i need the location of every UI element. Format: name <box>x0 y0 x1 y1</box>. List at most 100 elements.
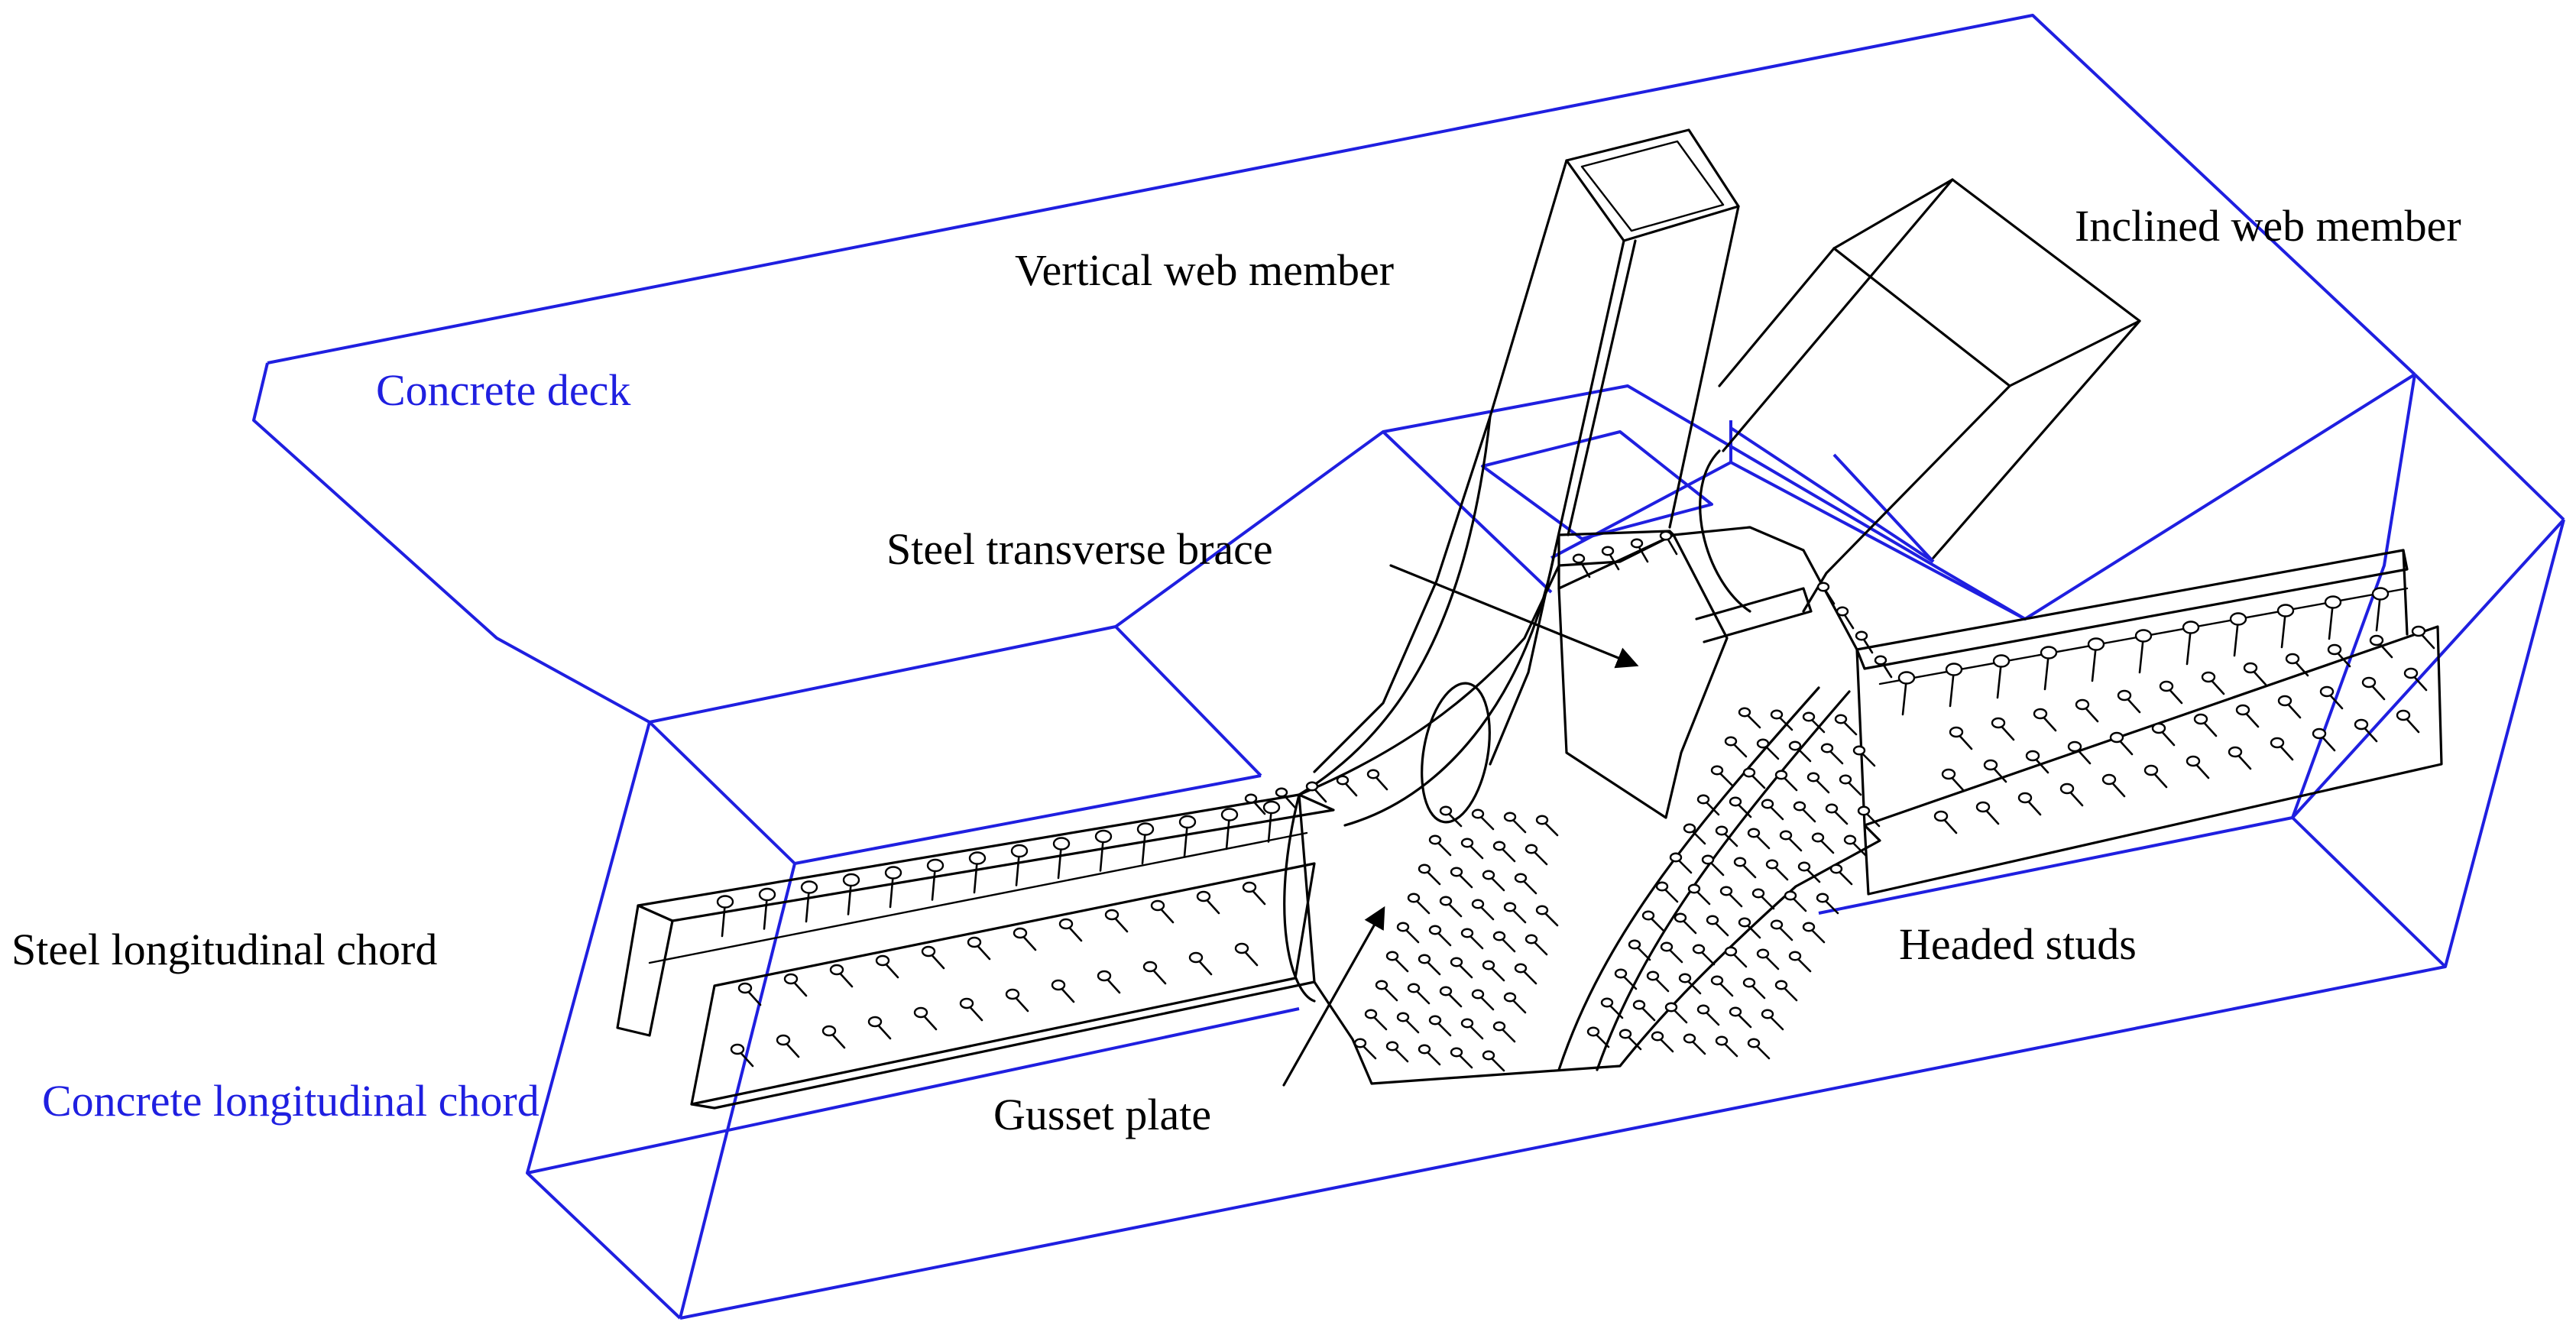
headed-stud <box>1788 740 1812 763</box>
headed-stud <box>1439 896 1463 918</box>
headed-stud <box>1407 983 1431 1005</box>
headed-stud <box>1659 530 1678 556</box>
headed-stud <box>1678 973 1702 995</box>
headed-stud <box>1136 822 1155 865</box>
headed-stud <box>884 866 902 909</box>
headed-stud <box>1756 738 1780 760</box>
headed-stud <box>1701 854 1725 876</box>
headed-stud <box>1196 890 1220 915</box>
headed-stud <box>1770 709 1793 731</box>
headed-stud <box>1262 800 1281 843</box>
headed-stud <box>716 895 734 938</box>
label-vertical-web-member: Vertical web member <box>1015 245 1394 295</box>
headed-stud <box>1857 805 1881 828</box>
headed-stud <box>1692 944 1716 966</box>
headed-stud <box>1428 834 1452 857</box>
headed-stud <box>758 887 776 930</box>
headed-stud <box>1385 1041 1409 1063</box>
headed-stud <box>2229 612 2247 657</box>
headed-stud <box>1586 1026 1610 1048</box>
headed-stud <box>1275 787 1297 809</box>
headed-stud <box>1706 915 1729 937</box>
headed-stud <box>842 873 860 915</box>
headed-stud <box>1450 957 1473 979</box>
headed-stud <box>1975 801 2000 825</box>
headed-stud <box>1816 582 1836 605</box>
headed-stud <box>2075 698 2099 723</box>
headed-stud <box>1439 805 1463 828</box>
transverse-brace-arrow <box>1389 564 1639 669</box>
headed-stud <box>2059 783 2084 807</box>
headed-stud <box>2324 595 2342 640</box>
headed-stud <box>1991 717 2015 741</box>
headed-stud <box>1385 951 1409 973</box>
headed-stud <box>2369 634 2393 659</box>
headed-stud <box>1220 808 1239 851</box>
headed-stud <box>1005 988 1029 1013</box>
headed-stud <box>1234 942 1259 967</box>
headed-stud <box>1829 864 1853 886</box>
headed-stud <box>1460 1018 1484 1040</box>
headed-stud <box>1683 1033 1706 1055</box>
headed-stud <box>2361 676 2386 701</box>
headed-stud <box>1051 979 1075 1003</box>
headed-stud <box>1104 909 1129 933</box>
headed-stud <box>1366 769 1388 791</box>
inclined-web-member <box>1699 178 2141 613</box>
headed-stud <box>800 880 818 923</box>
headed-studs <box>716 530 2435 1072</box>
headed-stud <box>2101 773 2126 798</box>
headed-stud <box>1450 867 1473 889</box>
headed-stud <box>1724 736 1748 758</box>
headed-stud <box>1729 1006 1752 1029</box>
headed-stud <box>2243 662 2267 686</box>
headed-stud <box>1874 655 1893 679</box>
headed-stud <box>2134 629 2153 674</box>
headed-stud <box>2143 764 2168 789</box>
headed-stud <box>1492 841 1516 863</box>
headed-stud <box>1742 767 1766 789</box>
headed-stud <box>2151 722 2176 747</box>
headed-stud <box>1428 925 1452 947</box>
headed-stud <box>1482 870 1505 892</box>
headed-stud <box>913 1006 938 1031</box>
headed-stud <box>1811 832 1835 854</box>
headed-stud <box>1765 859 1789 881</box>
headed-stud <box>2109 731 2134 756</box>
headed-stud <box>1733 857 1757 879</box>
headed-stud <box>1601 546 1620 571</box>
headed-stud <box>1646 970 1670 993</box>
headed-stud <box>1983 759 2007 783</box>
headed-stud <box>1696 1004 1720 1026</box>
headed-stud <box>2276 604 2295 649</box>
headed-stud <box>1839 774 1862 796</box>
headed-stud <box>1710 765 1734 787</box>
gusset-plate-arrow <box>1282 906 1385 1087</box>
headed-stud <box>1492 1021 1516 1043</box>
headed-stud <box>1738 917 1761 939</box>
headed-stud <box>968 851 987 894</box>
headed-stud <box>1471 899 1495 921</box>
headed-stud <box>2312 727 2336 752</box>
headed-stud <box>1450 1047 1473 1069</box>
headed-stud <box>1503 992 1527 1014</box>
steel-longitudinal-chord <box>616 549 2443 1110</box>
label-headed-studs: Headed studs <box>1899 919 2137 969</box>
headed-stud <box>867 1016 892 1040</box>
label-gusset-plate: Gusset plate <box>993 1090 1211 1139</box>
headed-stud <box>1058 918 1083 942</box>
headed-stud <box>1364 1009 1388 1031</box>
headed-stud <box>1460 928 1484 950</box>
headed-stud <box>2235 704 2260 728</box>
headed-stud <box>1492 931 1516 953</box>
headed-stud <box>1525 844 1548 866</box>
headed-stud <box>1418 1044 1441 1066</box>
headed-stud <box>921 945 945 970</box>
headed-stud <box>1825 803 1849 825</box>
headed-stud <box>1178 815 1197 857</box>
headed-stud <box>2182 621 2200 666</box>
headed-stud <box>1244 793 1266 815</box>
headed-stud <box>2186 755 2210 779</box>
headed-stud <box>1949 726 1973 750</box>
